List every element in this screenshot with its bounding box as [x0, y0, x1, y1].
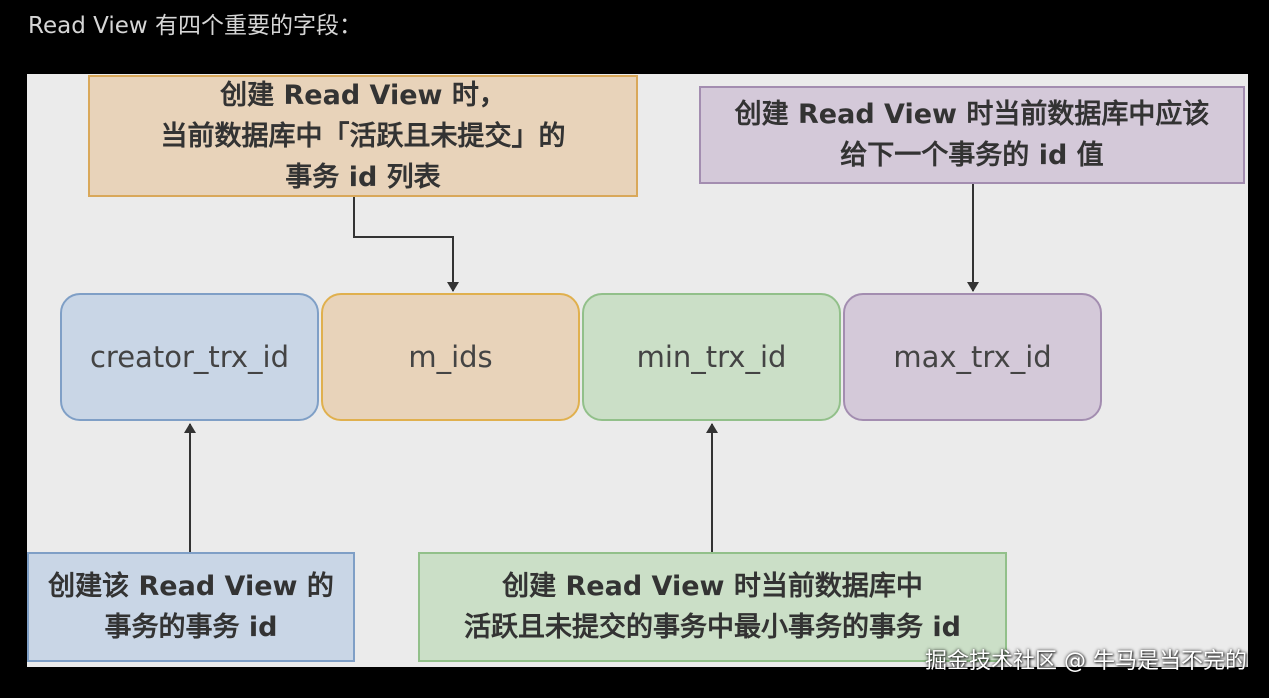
note-line: 创建 Read View 时当前数据库中	[502, 571, 923, 602]
watermark: 掘金技术社区 @ 牛马是当不完的	[925, 649, 1247, 674]
note-line: 创建 Read View 时当前数据库中应该	[734, 99, 1210, 130]
note-line: 活跃且未提交的事务中最小事务的事务 id	[464, 612, 961, 643]
note-line: 事务 id 列表	[285, 161, 441, 193]
read-view-diagram: creator_trx_id m_ids min_trx_id max_trx_…	[27, 74, 1248, 667]
field-creator-trx-id: creator_trx_id	[60, 293, 319, 421]
note-line: 创建该 Read View 的	[48, 571, 334, 602]
arrow-layer	[184, 184, 979, 552]
note-line: 创建 Read View 时，	[220, 79, 506, 111]
note-min-trx-id: 创建 Read View 时当前数据库中 活跃且未提交的事务中最小事务的事务 i…	[418, 552, 1007, 662]
field-min-trx-id: min_trx_id	[582, 293, 841, 421]
note-line: 给下一个事务的 id 值	[840, 140, 1104, 171]
note-line: 事务的事务 id	[104, 612, 278, 643]
field-max-trx-id: max_trx_id	[843, 293, 1102, 421]
note-creator-trx-id: 创建该 Read View 的 事务的事务 id	[27, 552, 355, 662]
field-m-ids: m_ids	[321, 293, 580, 421]
section-heading: Read View 有四个重要的字段：	[28, 13, 362, 39]
arrow-mids-note-to-field	[353, 197, 459, 292]
note-max-trx-id: 创建 Read View 时当前数据库中应该 给下一个事务的 id 值	[699, 86, 1245, 184]
note-line: 当前数据库中「活跃且未提交」的	[160, 120, 566, 152]
note-m-ids: 创建 Read View 时， 当前数据库中「活跃且未提交」的 事务 id 列表	[88, 75, 638, 197]
